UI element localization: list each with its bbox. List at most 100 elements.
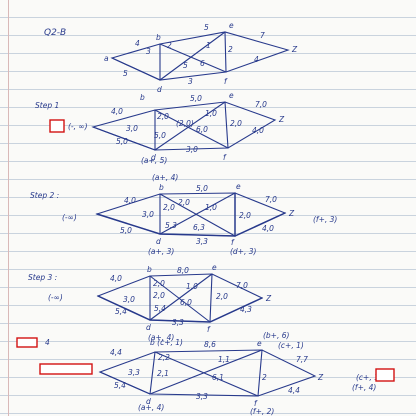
- edge-label: 1,1: [218, 355, 230, 364]
- node-b-label: b: [159, 183, 164, 192]
- step1-b-label: (a+, 4): [152, 173, 178, 182]
- node-b-label: b: [156, 33, 161, 42]
- node-f-label: f: [254, 399, 258, 408]
- edge-label: 5,0: [154, 131, 166, 140]
- edge-label: 4,0: [111, 107, 123, 116]
- edge-label: 2,0: [239, 211, 251, 220]
- node-d-label: d: [156, 237, 161, 246]
- node-b-label: b: [140, 93, 145, 102]
- page-title: Q2-B: [44, 28, 66, 38]
- edge-label: 5,4: [114, 381, 126, 390]
- step2-label: Step 2 :: [30, 191, 59, 200]
- edge-label: 3,0: [123, 295, 135, 304]
- edge-label: 3,0: [186, 145, 198, 154]
- edge-label: 5,3: [165, 221, 177, 230]
- edge-label: 7,0: [265, 195, 277, 204]
- node-z-label: Z: [288, 209, 295, 218]
- redaction-box: [49, 119, 65, 133]
- edge-label: 8,6: [204, 340, 216, 349]
- step2-d-label: (a+, 3): [148, 247, 174, 256]
- node-f-label: f: [223, 153, 227, 162]
- redaction-box: [375, 368, 395, 382]
- edge-label: 7: [260, 31, 265, 40]
- redaction-box: [39, 363, 93, 375]
- edge-label: 7,0: [236, 281, 248, 290]
- edge-label: 2,0: [230, 119, 242, 128]
- edge-label: 2,0: [178, 198, 190, 207]
- edge-label: (2,0): [176, 119, 194, 128]
- edge-label: 3,0: [126, 124, 138, 133]
- node-z-label: Z: [291, 45, 298, 54]
- node-z-label: Z: [317, 373, 324, 382]
- edge-label: 2,0: [153, 279, 165, 288]
- step3-label: Step 3 :: [28, 273, 57, 282]
- step2-f-label: (d+, 3): [230, 247, 257, 256]
- edge-label: 5: [183, 61, 188, 70]
- node-z-label: Z: [265, 294, 272, 303]
- step1-d-label: (a+, 5): [141, 156, 167, 165]
- edge-label: 2,0: [153, 291, 165, 300]
- edge-label: 1: [206, 41, 211, 50]
- edge-label: 2,2: [158, 353, 170, 362]
- step4-f-label: (f+, 2): [250, 407, 274, 416]
- edge-label: 2,0: [157, 112, 169, 121]
- edge-label: 2: [228, 45, 233, 54]
- edge-label: 7,7: [296, 355, 308, 364]
- step3-source-label: (-∞): [48, 293, 63, 302]
- step4-label: 4: [45, 338, 50, 347]
- node-f-label: f: [224, 77, 228, 86]
- edge-label: 3,3: [128, 368, 140, 377]
- edge-label: 4,3: [240, 305, 252, 314]
- node-e-label: e: [229, 21, 234, 30]
- edge-label: 4: [135, 39, 140, 48]
- node-f-label: f: [207, 325, 211, 334]
- node-e-label: e: [229, 91, 234, 100]
- step2-sink-label: (f+, 3): [313, 215, 337, 224]
- edge-label: 3,0: [142, 210, 154, 219]
- edge-label: 8,0: [177, 266, 189, 275]
- edge-label: 3,3: [196, 392, 208, 401]
- edge-label: 5,0: [116, 137, 128, 146]
- edge-label: 3: [146, 47, 151, 56]
- edge-label: 4,4: [288, 386, 300, 395]
- edge-label: 1,0: [186, 282, 198, 291]
- edge-label: 5,4: [115, 307, 127, 316]
- edge-label: 2,0: [163, 203, 175, 212]
- edge-label: 5,0: [196, 184, 208, 193]
- edge-label: 2: [167, 41, 172, 50]
- node-d-label: d: [157, 85, 162, 94]
- edge-label: 3,3: [172, 318, 184, 327]
- edge-label: 5,4: [154, 304, 166, 313]
- edge-label: 1,0: [205, 203, 217, 212]
- edge-label: 4,0: [124, 196, 136, 205]
- edge-label: 6,0: [180, 298, 192, 307]
- step4-d-label: (a+, 4): [138, 403, 164, 412]
- node-z-label: Z: [278, 115, 285, 124]
- margin-line: [8, 0, 9, 416]
- step3-d-label: (a+, 4): [148, 333, 174, 342]
- edge-label: 6,0: [196, 125, 208, 134]
- step4-b-label: b (c+, 1): [150, 338, 183, 347]
- edge-label: 4,4: [110, 348, 122, 357]
- edge-label: 7,0: [255, 100, 267, 109]
- step4-sink-label: (c+, 1): [356, 373, 382, 382]
- node-e-label: e: [212, 263, 217, 272]
- node-d-label: d: [146, 323, 151, 332]
- edge-label: 2: [262, 373, 267, 382]
- node-d-label: d: [151, 153, 156, 162]
- node-b-label: b: [147, 265, 152, 274]
- edge-label: 4,0: [252, 126, 264, 135]
- step3-network: Step 3 : (-∞) 4,0 3,0 5,4 2,0 8,0 7,0 2,…: [28, 263, 272, 342]
- step4-network: 4 b (c+, 1) (b+, 6) (c+, 1) 4,4 3,3 5,4 …: [45, 331, 382, 416]
- edge-label: 4,0: [262, 224, 274, 233]
- edge-label: 2,1: [157, 369, 169, 378]
- step1-label: Step 1: [35, 101, 59, 110]
- node-d-label: d: [146, 397, 151, 406]
- edge-label: 6,1: [212, 373, 224, 382]
- edge-label: 6,3: [193, 223, 205, 232]
- step4-e-label: (b+, 6): [263, 331, 290, 340]
- edge-label: 5,0: [120, 226, 132, 235]
- node-e-label: e: [257, 339, 262, 348]
